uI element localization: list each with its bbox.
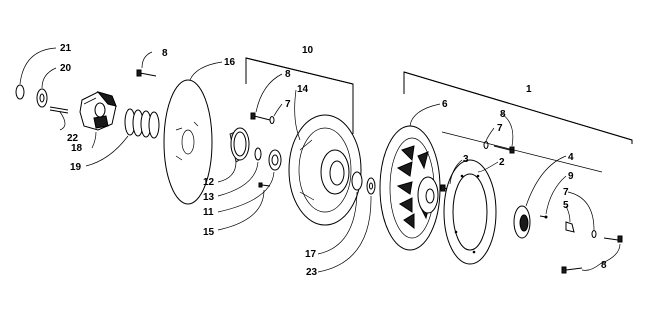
- part-11-collar: [268, 149, 282, 171]
- callout-15: 15: [203, 227, 215, 238]
- part-8-bolt-bottom: [561, 266, 583, 274]
- callout-9: 9: [568, 171, 574, 182]
- callout-8-top: 8: [162, 48, 168, 59]
- callout-5: 5: [563, 200, 569, 211]
- callout-18: 18: [71, 143, 83, 154]
- callout-16: 16: [224, 57, 236, 68]
- callout-6: 6: [442, 99, 448, 110]
- callout-23: 23: [306, 267, 318, 278]
- callout-14: 14: [297, 84, 309, 95]
- part-14-sheave: [288, 114, 362, 226]
- callout-3: 3: [463, 154, 469, 165]
- part-21-oring: [15, 84, 25, 100]
- callout-8-bottom: 8: [601, 260, 607, 271]
- callout-7-right: 7: [497, 123, 503, 134]
- callout-10: 10: [302, 45, 314, 56]
- callout-22: 22: [67, 133, 79, 144]
- part-20-washer: [36, 88, 48, 108]
- bracket-1: [403, 71, 633, 144]
- part-2-cover-plate: [443, 159, 497, 265]
- part-6-fan-sheave: [379, 125, 441, 251]
- part-16-disc: [163, 79, 213, 205]
- part-12-bushing: [229, 127, 250, 163]
- part-19-spring: [124, 108, 160, 139]
- bracket-1-inner: [441, 131, 603, 173]
- callout-2: 2: [499, 157, 505, 168]
- part-13-ring: [254, 147, 262, 161]
- part-7-washer-right: [591, 230, 597, 238]
- part-8-bolt-right: [483, 141, 515, 154]
- part-4-hub: [513, 205, 531, 239]
- callout-4: 4: [568, 152, 574, 163]
- callout-8-right: 8: [500, 109, 506, 120]
- part-5-clip: [565, 221, 575, 233]
- callout-19: 19: [70, 162, 82, 173]
- callout-13: 13: [203, 192, 215, 203]
- part-15-screw: [258, 182, 271, 188]
- bracket-10: [245, 57, 354, 134]
- part-8-bolt-mid: [250, 112, 275, 124]
- callout-7-mid: 7: [285, 99, 291, 110]
- callout-11: 11: [203, 207, 214, 218]
- callout-7-far-right: 7: [563, 187, 569, 198]
- part-18-spider: [79, 91, 117, 131]
- callout-20: 20: [60, 63, 72, 74]
- callout-12: 12: [203, 177, 215, 188]
- callout-8-mid: 8: [285, 69, 291, 80]
- part-9-pin: [539, 215, 548, 219]
- leader-lines: [19, 47, 621, 273]
- part-8-bolt-top: [136, 69, 157, 77]
- part-17-washer: [351, 171, 363, 191]
- callout-1: 1: [526, 84, 532, 95]
- callout-21: 21: [60, 43, 72, 54]
- callout-17: 17: [305, 249, 317, 260]
- callout-labels: 21 20 22 18 19 8 16 12 13 11 15 10 8 14 …: [60, 43, 607, 278]
- part-23-washer: [366, 177, 376, 195]
- part-8-bolt-far-right: [603, 235, 623, 243]
- part-22-pin: [49, 106, 69, 114]
